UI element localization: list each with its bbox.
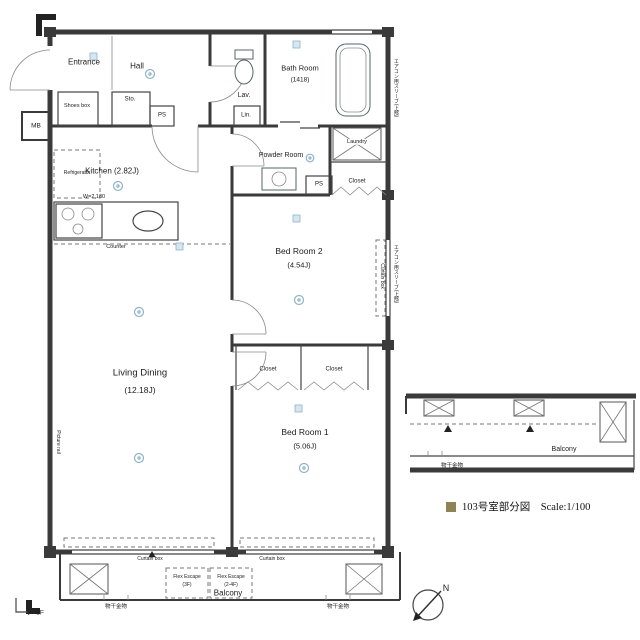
picture-rail-label: Picture rail <box>54 430 61 454</box>
lavatory-label: Lav. <box>237 91 251 99</box>
detector-icons <box>89 40 303 413</box>
balcony-label: Balcony <box>213 588 243 598</box>
partial-diagram-drawing <box>405 393 636 473</box>
shoes-box-label: Shoes box <box>64 102 90 109</box>
bed-room-1-size: (5.06J) <box>293 441 317 451</box>
balcony-outline <box>59 551 401 601</box>
storage-label: Sto. <box>124 96 136 103</box>
laundry-label: Laundry <box>346 138 368 146</box>
counter-label: Counter <box>106 243 126 250</box>
refrigerator-label: Refrigerator <box>63 170 91 177</box>
curtain-box-right-label: Curtain box <box>258 556 286 563</box>
curtain-box-vertical-label: Curtain box <box>378 263 385 289</box>
living-dining-size: (12.18J) <box>124 385 156 396</box>
laundry-hook-left-label: 物干金物 <box>104 603 128 610</box>
flex-escape-1-label: Flex Escape <box>173 574 201 581</box>
dashed-guides <box>54 239 386 599</box>
bed-room-2-label: Bed Room 2 <box>275 246 323 257</box>
legend-swatch-icon <box>446 501 456 512</box>
powder-room-label: Powder Room <box>258 151 304 159</box>
flex-escape-2-floor: (2-4F) <box>224 582 238 589</box>
floor-indicator: 3F <box>36 609 44 617</box>
flex-escape-2-label: Flex Escape <box>217 574 245 581</box>
bath-room-label: Bath Room <box>281 63 319 73</box>
corner-section-markers <box>26 14 56 614</box>
ps-label-1: PS <box>157 112 167 119</box>
compass-n-label: N <box>443 583 450 593</box>
closet-bed2-label: Closet <box>347 178 367 186</box>
doors <box>9 49 387 391</box>
counter-width-label: W=2,180 <box>82 193 106 200</box>
bed-room-2-size: (4.54J) <box>287 260 311 270</box>
laundry-hook-right-label: 物干金物 <box>326 603 350 610</box>
floor-indicator-arrow <box>15 598 33 615</box>
entrance-label: Entrance <box>67 57 101 67</box>
closet-bed1-right-label: Closet <box>325 366 343 373</box>
compass-icon: N <box>412 583 450 621</box>
small-partitions <box>21 91 369 390</box>
closet-bed1-left-label: Closet <box>259 366 277 373</box>
hatched-boxes <box>69 127 383 595</box>
partial-balcony-label: Balcony <box>550 445 578 455</box>
ac-sleeve-note-top: エアコン用スリーブ(上部) <box>392 58 399 118</box>
ceiling-light-icons <box>112 68 315 474</box>
bed-room-1-label: Bed Room 1 <box>281 427 329 438</box>
laundry-hook-partial-label: 物干金物 <box>440 462 464 469</box>
flex-escape-1-floor: (3F) <box>182 582 192 589</box>
bath-room-size: (1418) <box>290 76 310 84</box>
kitchen-label: Kitchen (2.82J) <box>85 166 139 176</box>
legend: 103号室部分図 Scale:1/100 <box>446 499 590 514</box>
linen-label: Lin. <box>241 112 251 119</box>
wall-openings-and-windows <box>46 27 393 557</box>
ps-label-2: PS <box>314 181 324 188</box>
legend-text: 103号室部分図 Scale:1/100 <box>462 502 591 513</box>
curtain-box-left-label: Curtain box <box>136 556 164 563</box>
mb-label: MB <box>31 122 41 130</box>
living-dining-label: Living Dining <box>112 367 168 379</box>
fixtures <box>53 43 371 241</box>
ac-sleeve-note-middle: エアコン用スリーブ(上部) <box>392 244 399 304</box>
hall-label: Hall <box>130 61 144 71</box>
